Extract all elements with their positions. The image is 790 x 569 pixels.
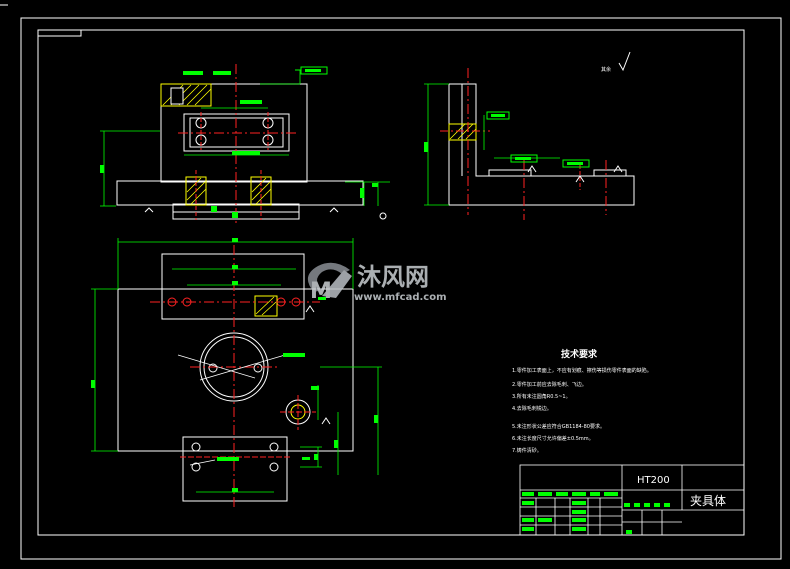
tech-req-line-7: 7.铸件清砂。 — [512, 447, 542, 454]
surface-finish-icon — [618, 51, 631, 72]
watermark: M 沐风网 www.mfcad.com — [307, 262, 447, 304]
tech-req-line-1: 1.零件加工表面上，不应有划痕、擦伤等损伤零件表面的缺陷。 — [512, 367, 652, 374]
tech-req-line-6: 6.未注长度尺寸允许偏差±0.5mm。 — [512, 435, 594, 442]
surface-note: 其余 — [601, 66, 611, 73]
svg-text:M: M — [310, 279, 332, 304]
tech-req-line-3: 3.所有未注圆角R0.5~1。 — [512, 393, 571, 400]
watermark-url-text: www.mfcad.com — [354, 292, 447, 303]
watermark-logo-icon: M — [307, 262, 352, 304]
title-block: HT200 夹具体 — [519, 464, 745, 536]
top-view — [91, 238, 382, 510]
watermark-cn-text: 沐风网 — [357, 263, 429, 291]
tech-req-line-4: 4.去除毛刺锐边。 — [512, 405, 552, 412]
tech-req-line-5: 5.未注形状公差应符合GB1184-80要求。 — [512, 423, 605, 430]
tech-requirements: 技术要求 1.零件加工表面上，不应有划痕、擦伤等损伤零件表面的缺陷。 2.零件加… — [512, 348, 652, 454]
drawing-frame — [0, 4, 782, 560]
title-block-part-name: 夹具体 — [690, 494, 726, 508]
side-view: 其余 — [424, 51, 635, 220]
title-block-material: HT200 — [637, 475, 670, 486]
tech-requirements-title: 技术要求 — [561, 348, 598, 360]
front-view — [100, 64, 390, 225]
tech-req-line-2: 2.零件加工前应去除毛刺、飞边。 — [512, 381, 587, 388]
